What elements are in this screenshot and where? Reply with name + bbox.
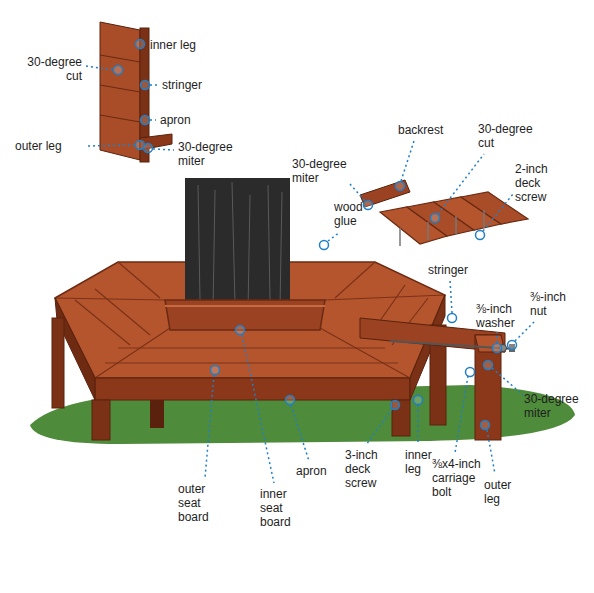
inner-box-rim (165, 305, 325, 307)
part-label: inner seat board (260, 487, 304, 529)
part-label: wood glue (334, 200, 374, 228)
part-label: 30-degree miter (178, 140, 242, 168)
part-label: stringer (428, 263, 498, 277)
deck-screws (400, 210, 484, 246)
inset-assembly (100, 22, 140, 160)
leader-dots (114, 40, 517, 430)
bark-texture (198, 182, 282, 312)
inset-board-lines (100, 55, 140, 122)
part-label: stringer (162, 78, 232, 92)
inner-box (165, 300, 325, 330)
part-label: 3-inch deck screw (345, 448, 395, 490)
front-apron (95, 378, 410, 400)
part-label: inner leg (150, 38, 230, 52)
part-label: outer leg (15, 139, 95, 153)
part-label: 30-degree cut (20, 55, 82, 83)
part-label: backrest (398, 123, 468, 137)
part-label: outer seat board (178, 482, 222, 524)
part-label: apron (296, 464, 346, 478)
leg (52, 318, 64, 408)
part-label: ⅜-inch nut (530, 290, 580, 318)
leg (150, 400, 164, 428)
tree-trunk (185, 178, 290, 318)
part-label: 30-degree miter (292, 157, 352, 185)
leader-lines (86, 66, 536, 483)
part-label: ⅜-inch washer (476, 302, 532, 330)
part-label: 30-degree miter (524, 392, 590, 420)
leg (92, 400, 110, 440)
part-label: apron (160, 113, 220, 127)
deck-boards (380, 192, 528, 244)
miter-face (475, 335, 505, 352)
part-label: outer leg (484, 478, 524, 506)
part-label: 30-degree cut (478, 122, 542, 150)
part-label: 2-inch deck screw (515, 162, 567, 204)
